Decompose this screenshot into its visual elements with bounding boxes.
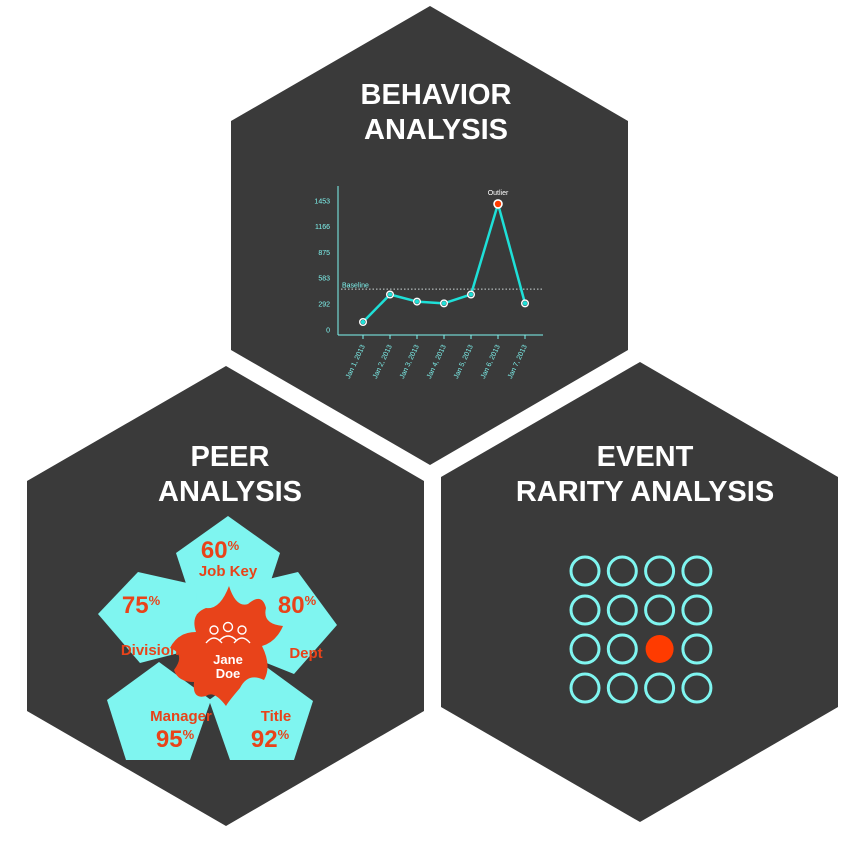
peer-right-label: Dept — [289, 645, 322, 662]
peer-right-percent: 80% — [278, 592, 317, 619]
peer-title-line2: ANALYSIS — [158, 476, 302, 508]
y-tick-label-5: 1453 — [314, 199, 330, 206]
event-dot-r0-c2 — [644, 555, 676, 587]
event-dot-r1-c2 — [644, 594, 676, 626]
event-dot-r0-c3 — [681, 555, 713, 587]
chart-outlier-label: Outlier — [488, 190, 509, 197]
event-dot-r1-c0 — [569, 594, 601, 626]
event-dot-r0-c1 — [606, 555, 638, 587]
y-tick-label-4: 1166 — [315, 224, 330, 231]
peer-pentagon-diagram: Jane Doe 60% Job Key 80% Dept Title 92% … — [98, 516, 337, 760]
event-dot-r1-c1 — [606, 594, 638, 626]
event-dot-r3-c1 — [606, 672, 638, 704]
y-tick-label-3: 875 — [318, 250, 330, 257]
peer-bottom-left-percent: 95% — [156, 726, 195, 753]
peer-hexagon: PEER ANALYSIS Jane Doe 60% Job Key 80% D — [27, 366, 424, 826]
peer-segment-bottom-left — [107, 662, 211, 760]
rarity-hexagon: EVENT RARITY ANALYSIS — [441, 362, 838, 822]
data-point-fill-6 — [522, 301, 528, 306]
data-point-fill-2 — [414, 299, 420, 304]
rare-event-dot — [645, 635, 674, 663]
peer-person-last-name: Doe — [216, 666, 241, 681]
event-dot-r1-c3 — [681, 594, 713, 626]
y-tick-label-2: 583 — [318, 276, 330, 283]
peer-top-label: Job Key — [199, 563, 258, 580]
rarity-title-line2: RARITY ANALYSIS — [516, 476, 774, 508]
peer-segment-left — [98, 572, 198, 663]
chart-baseline-label: Baseline — [342, 283, 369, 290]
chart-y-ticks: 0 292 583 875 1166 1453 — [314, 199, 330, 335]
data-point-fill-1 — [387, 292, 393, 297]
outlier-point — [493, 199, 503, 209]
y-tick-label-0: 0 — [326, 328, 330, 335]
event-dot-r3-c3 — [681, 672, 713, 704]
behavior-title-line2: ANALYSIS — [364, 114, 508, 146]
data-point-fill-3 — [441, 301, 447, 306]
peer-bottom-right-percent: 92% — [251, 726, 290, 753]
data-point-fill-0 — [360, 319, 366, 325]
peer-left-label: Division — [121, 642, 179, 659]
chart-points — [359, 199, 530, 327]
peer-left-percent: 75% — [122, 592, 161, 619]
peer-center-blob — [170, 586, 283, 706]
data-point-fill-4 — [468, 292, 474, 297]
peer-person-first-name: Jane — [213, 652, 243, 667]
event-dot-r2-c0 — [569, 633, 601, 665]
rarity-title-line1: EVENT — [597, 441, 694, 473]
peer-top-percent: 60% — [201, 537, 240, 564]
event-dot-r3-c0 — [569, 672, 601, 704]
event-dot-r2-c1 — [606, 633, 638, 665]
event-dot-r3-c2 — [644, 672, 676, 704]
group-people-icon — [205, 621, 251, 644]
event-dot-r2-c3 — [681, 633, 713, 665]
peer-title-line1: PEER — [191, 441, 270, 473]
behavior-title-line1: BEHAVIOR — [361, 79, 512, 111]
event-dot-r0-c0 — [569, 555, 601, 587]
rarity-dot-grid — [569, 555, 713, 704]
peer-bottom-left-label: Manager — [150, 708, 212, 725]
peer-bottom-right-label: Title — [261, 708, 292, 725]
y-tick-label-1: 292 — [318, 302, 330, 309]
